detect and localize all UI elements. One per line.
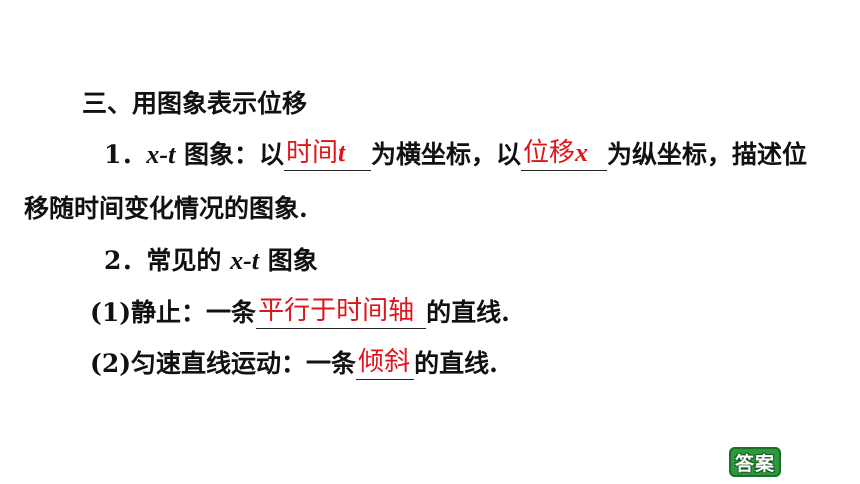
- item-2-number: 2．: [104, 246, 147, 275]
- item-1-text-a: 图象：以: [175, 140, 285, 169]
- item-1-number: 1．: [104, 140, 147, 169]
- item-1-term: x-t: [146, 140, 176, 169]
- item-2-line: 2．常见的 x-t 图象: [104, 245, 318, 277]
- blank-3: 平行于时间轴: [256, 296, 427, 329]
- blank-1: 时间t: [284, 137, 372, 171]
- item-1-text-b: 为横坐标，以: [371, 140, 522, 169]
- sub-item-1-suffix: 的直线.: [426, 298, 510, 327]
- section-title: 三、用图象表示位移: [82, 88, 307, 120]
- item-1-text-c: 为纵坐标，描述位: [607, 140, 808, 169]
- blank-4-answer: 倾斜: [358, 347, 411, 377]
- item-2-text-b: 图象: [259, 246, 318, 275]
- blank-1-answer: 时间t: [286, 137, 345, 169]
- sub-item-2-line: (2)匀速直线运动：一条倾斜的直线.: [90, 347, 498, 380]
- blank-1-answer-var: t: [338, 138, 346, 167]
- item-1-continuation: 移随时间变化情况的图象.: [24, 194, 308, 223]
- blank-2-answer: 位移x: [523, 137, 588, 169]
- blank-2: 位移x: [521, 137, 608, 171]
- answer-button-label: 答案: [734, 452, 775, 475]
- blank-4: 倾斜: [356, 347, 415, 380]
- item-2-term: x-t: [230, 246, 260, 275]
- item-2-text-a: 常见的: [146, 246, 231, 275]
- blank-2-answer-var: x: [575, 138, 589, 167]
- sub-item-1-prefix: (1)静止：一条: [90, 298, 257, 327]
- item-1-line-1: 1．x-t 图象：以时间t 为横坐标，以位移x 为纵坐标，描述位: [104, 137, 808, 171]
- blank-3-answer: 平行于时间轴: [258, 296, 415, 326]
- item-1-line-2: 移随时间变化情况的图象.: [24, 193, 308, 225]
- sub-item-2-suffix: 的直线.: [414, 349, 498, 378]
- blank-2-answer-text: 位移: [523, 138, 576, 168]
- section-title-text: 三、用图象表示位移: [82, 89, 308, 118]
- blank-1-answer-text: 时间: [286, 138, 339, 168]
- sub-item-2-prefix: (2)匀速直线运动：一条: [90, 349, 357, 378]
- sub-item-1-line: (1)静止：一条平行于时间轴的直线.: [90, 296, 510, 329]
- answer-button[interactable]: 答案: [729, 447, 781, 477]
